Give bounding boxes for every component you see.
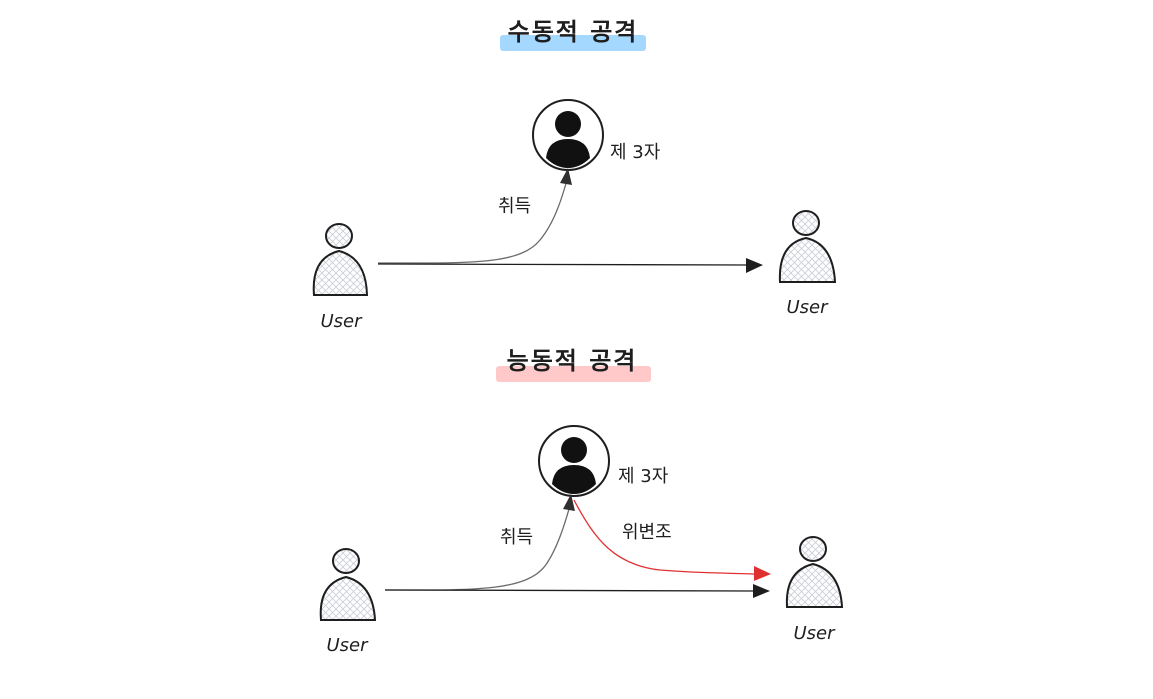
- passive-receiver-label: User: [786, 297, 829, 318]
- passive-title: 수동적 공격: [508, 18, 639, 46]
- passive-sender-person-icon: [312, 223, 369, 296]
- active-transmit-arrowhead: [753, 584, 770, 598]
- passive-title-highlight: [500, 35, 646, 51]
- active-attack-section: 능동적 공격 제 3자 취득 위변조 User User: [319, 347, 844, 656]
- active-acquire-arrowhead: [563, 494, 575, 511]
- passive-third-party-label: 제 3자: [610, 142, 661, 163]
- active-modify-label: 위변조: [622, 522, 672, 543]
- active-sender-person-icon: [319, 548, 377, 621]
- active-receiver-label: User: [793, 623, 836, 644]
- active-modify-arrowhead: [754, 566, 771, 581]
- active-title-highlight: [496, 366, 651, 382]
- active-acquire-label: 취득: [500, 527, 533, 548]
- active-acquire-arrow: [384, 501, 572, 591]
- passive-attack-section: 수동적 공격 제 3자 취득 User User: [312, 18, 837, 332]
- passive-third-party-avatar-icon: [532, 99, 604, 171]
- active-transmit-arrow: [384, 589, 756, 592]
- passive-sender-label: User: [320, 311, 363, 332]
- passive-receiver-person-icon: [778, 210, 837, 283]
- active-sender-label: User: [326, 635, 369, 656]
- passive-acquire-arrowhead: [560, 168, 572, 185]
- passive-acquire-label: 취득: [498, 196, 531, 217]
- active-receiver-person-icon: [785, 536, 844, 608]
- active-third-party-avatar-icon: [538, 425, 610, 497]
- active-title: 능동적 공격: [507, 347, 638, 375]
- active-modify-arrow: [573, 499, 756, 575]
- passive-transmit-arrow: [377, 263, 749, 266]
- active-third-party-label: 제 3자: [618, 466, 669, 487]
- passive-transmit-arrowhead: [746, 258, 763, 273]
- passive-acquire-arrow: [377, 175, 569, 264]
